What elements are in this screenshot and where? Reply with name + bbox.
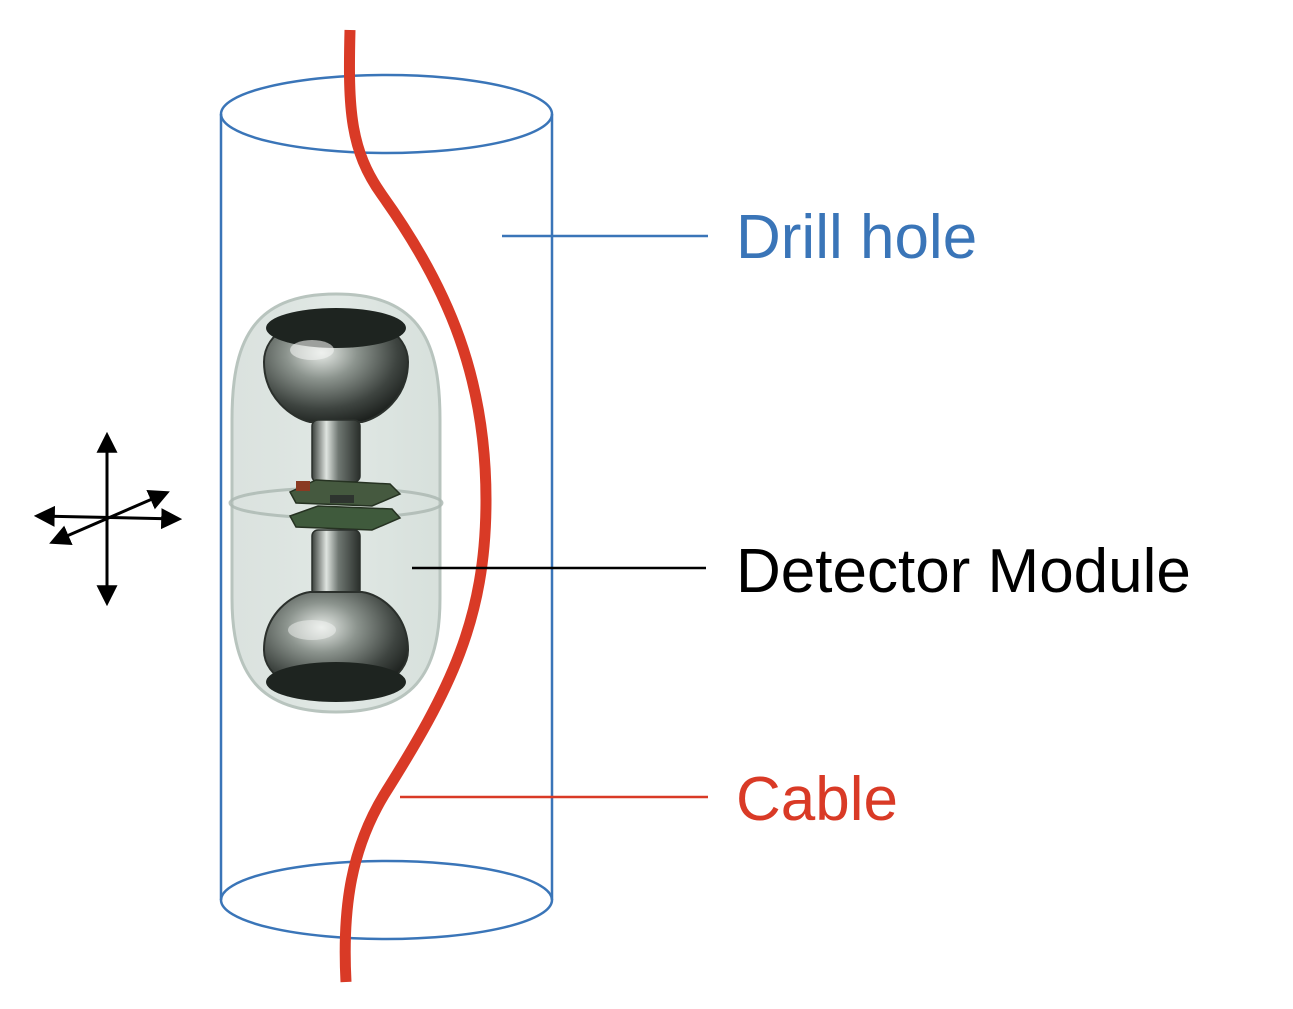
cable-line (339, 29, 492, 983)
drill-hole-bottom-ellipse (219, 859, 554, 941)
cable-label: Cable (736, 765, 898, 834)
upper-pmt (262, 308, 410, 483)
detector-module-label: Detector Module (736, 537, 1191, 606)
detector-module-icon (228, 292, 444, 714)
drill-hole-label: Drill hole (736, 203, 977, 272)
drill-hole-top-ellipse (219, 73, 554, 155)
drill-hole-cylinder (219, 73, 554, 941)
lower-pmt (262, 529, 410, 702)
electronics-boards (288, 479, 402, 531)
depth-axis-arrow (49, 490, 170, 545)
three-axis-arrows-icon (33, 431, 183, 607)
